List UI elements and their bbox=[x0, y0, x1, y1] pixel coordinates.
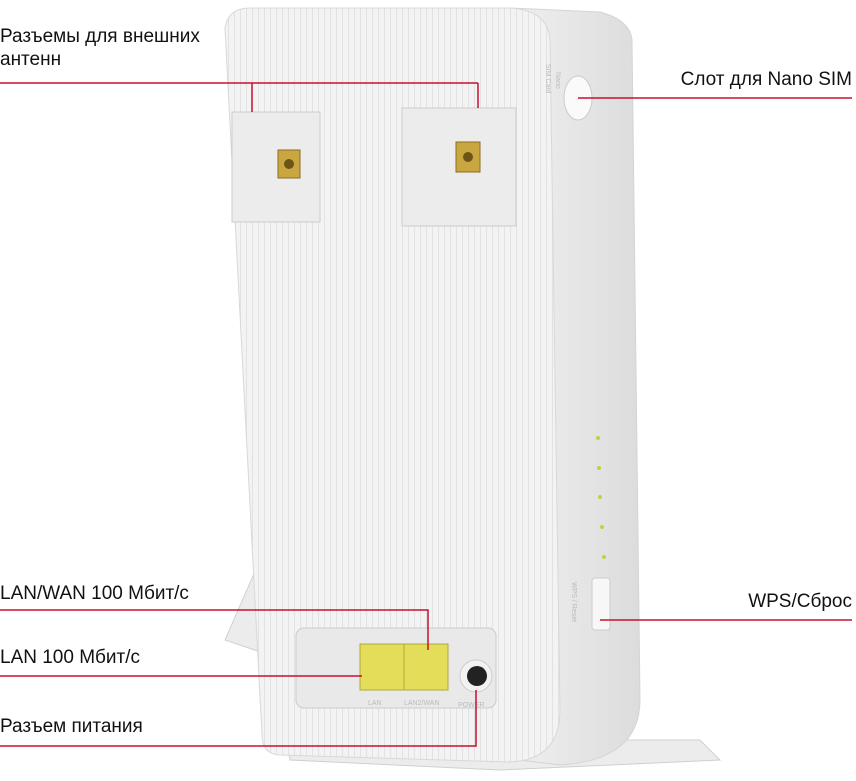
lan-wan-callout-line bbox=[0, 609, 429, 650]
callout-lines bbox=[0, 82, 852, 747]
antenna-callout-line bbox=[0, 82, 479, 112]
power-callout-label: Разъем питания bbox=[0, 716, 143, 737]
antenna-label-line1: Разъемы для внешних bbox=[0, 26, 200, 47]
wps-label: WPS / Reset bbox=[570, 582, 577, 622]
lan-wan-port bbox=[403, 643, 449, 691]
power-label: POWER bbox=[458, 702, 484, 709]
sim-label-1: Nano bbox=[554, 72, 561, 89]
status-leds bbox=[596, 436, 606, 559]
wps-callout-label: WPS/Сброс bbox=[748, 591, 852, 612]
antenna-connector-left bbox=[231, 111, 321, 223]
antenna-label-line2: антенн bbox=[0, 49, 62, 70]
power-callout-line bbox=[0, 690, 477, 747]
sim-callout-label: Слот для Nano SIM bbox=[680, 69, 852, 90]
wps-reset-button bbox=[591, 577, 611, 631]
lan-port-label: LAN bbox=[368, 700, 382, 707]
antenna-callout-label: Разъемы для внешних антенн bbox=[0, 25, 200, 71]
lan-wan-port-label: LAN2/WAN bbox=[404, 700, 440, 707]
antenna-connector-right bbox=[401, 107, 517, 227]
lan-port bbox=[359, 643, 405, 691]
lan-wan-callout-label: LAN/WAN 100 Мбит/с bbox=[0, 583, 189, 604]
lan-callout-label: LAN 100 Мбит/с bbox=[0, 647, 141, 668]
sim-label-2: SIM Card bbox=[544, 64, 551, 94]
